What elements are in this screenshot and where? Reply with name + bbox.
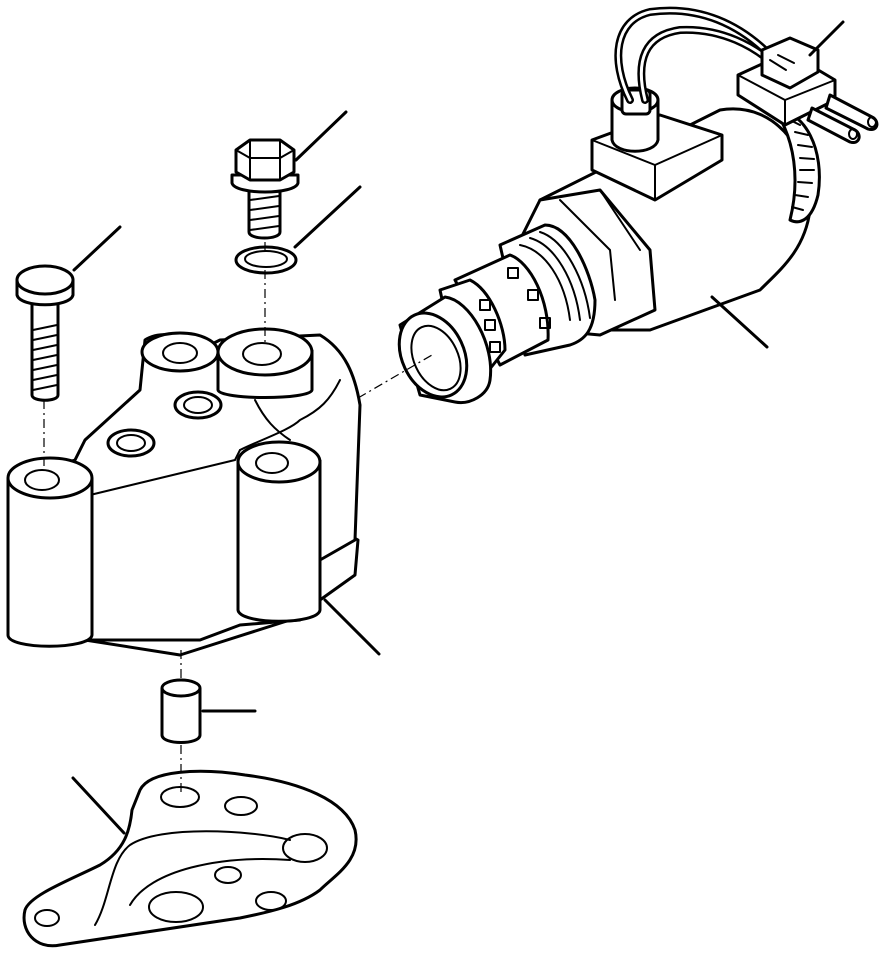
leader-connector — [808, 20, 845, 57]
hex-bolt — [15, 264, 75, 402]
connector — [736, 36, 879, 144]
wire-harness — [614, 6, 784, 104]
gasket-plate — [22, 769, 358, 948]
washer — [234, 245, 298, 275]
leader-hex-bolt — [72, 225, 122, 272]
leader-flange-bolt — [294, 110, 348, 162]
alignment-lines — [43, 242, 433, 792]
callout-leaders — [71, 20, 845, 835]
leader-solenoid-valve — [710, 295, 769, 349]
leader-gasket — [71, 776, 126, 835]
dowel-pin — [160, 678, 202, 744]
leader-valve-housing — [323, 598, 381, 656]
leader-washer — [293, 185, 362, 249]
solenoid-valve — [397, 86, 821, 405]
valve-housing — [6, 327, 362, 657]
flange-bolt — [230, 138, 300, 240]
